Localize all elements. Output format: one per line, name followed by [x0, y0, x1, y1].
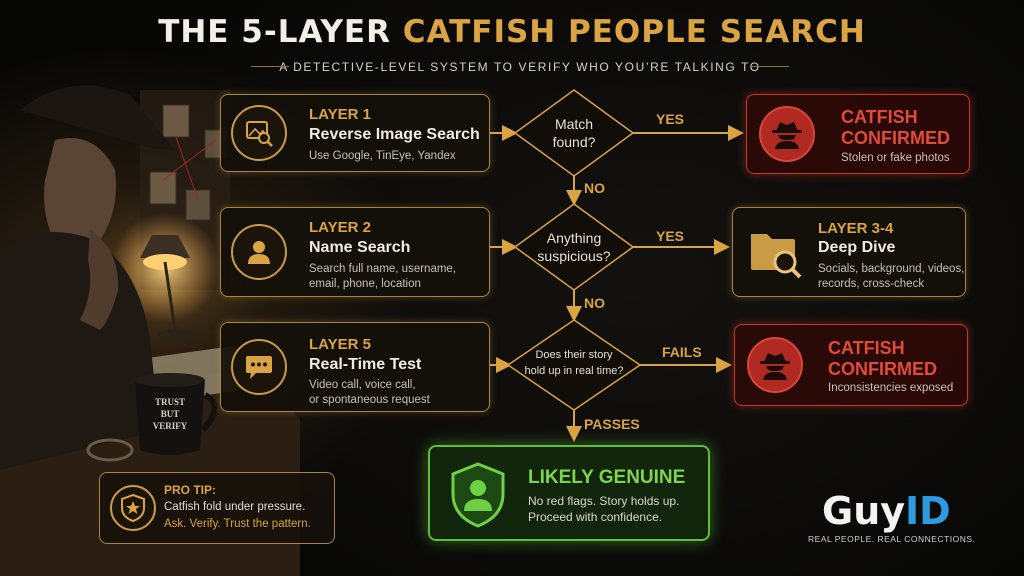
star-badge-icon	[110, 485, 156, 531]
layer-2-name: Name Search	[309, 239, 411, 256]
brand-logo: GuyID	[822, 489, 951, 533]
mug-text-3: VERIFY	[153, 421, 188, 431]
mug-text-2: BUT	[161, 409, 180, 419]
decision-diamond-2	[513, 203, 635, 291]
genuine-desc: No red flags. Story holds up.Proceed wit…	[528, 494, 680, 524]
spy-icon	[759, 106, 815, 162]
brand-id: ID	[905, 489, 951, 533]
layer-1-card: LAYER 1 Reverse Image Search Use Google,…	[220, 94, 490, 172]
page-subtitle: A DETECTIVE-LEVEL SYSTEM TO VERIFY WHO Y…	[279, 60, 761, 74]
layer-1-tag: LAYER 1	[309, 106, 371, 123]
layer-5-desc: Video call, voice call,or spontaneous re…	[309, 379, 430, 406]
deep-dive-name: Deep Dive	[818, 239, 896, 256]
layer-2-desc: Search full name, username,email, phone,…	[309, 263, 457, 290]
brand-tagline: REAL PEOPLE. REAL CONNECTIONS.	[808, 534, 976, 544]
pro-tip-line-1: Catfish fold under pressure.	[164, 501, 306, 513]
page-title: THE 5-LAYER CATFISH PEOPLE SEARCH	[0, 14, 1024, 50]
subtitle-wrap: A DETECTIVE-LEVEL SYSTEM TO VERIFY WHO Y…	[251, 58, 789, 76]
deep-dive-desc: Socials, background, videos,records, cro…	[818, 263, 965, 290]
folder-search-icon	[747, 224, 805, 282]
title-white: THE 5-LAYER	[158, 14, 391, 50]
pro-tip-line-2: Ask. Verify. Trust the pattern.	[164, 518, 311, 530]
spy-icon	[747, 337, 803, 393]
brand-guy: Guy	[822, 489, 906, 533]
label-yes-2: YES	[656, 228, 685, 244]
label-fails: FAILS	[662, 344, 702, 360]
decision-diamond-1	[513, 89, 635, 177]
layer-2-card: LAYER 2 Name Search Search full name, us…	[220, 207, 490, 297]
layer-1-desc: Use Google, TinEye, Yandex	[309, 150, 456, 162]
layer-5-name: Real-Time Test	[309, 356, 422, 373]
decision-diamond-3	[506, 319, 642, 411]
layer-2-tag: LAYER 2	[309, 219, 371, 236]
layer-5-tag: LAYER 5	[309, 336, 371, 353]
label-passes: PASSES	[584, 416, 640, 432]
person-icon	[231, 224, 287, 280]
pro-tip-card: PRO TIP: Catfish fold under pressure. As…	[99, 472, 335, 544]
layer-5-card: LAYER 5 Real-Time Test Video call, voice…	[220, 322, 490, 412]
image-search-icon	[231, 105, 287, 161]
shield-person-icon	[448, 461, 508, 529]
chat-bubble-icon	[231, 339, 287, 395]
label-no-1: NO	[584, 180, 605, 196]
genuine-title: LIKELY GENUINE	[528, 467, 686, 488]
mug-text-1: TRUST	[155, 397, 185, 407]
title-gold: CATFISH PEOPLE SEARCH	[402, 14, 866, 50]
deep-dive-card: LAYER 3-4 Deep Dive Socials, background,…	[732, 207, 966, 297]
pro-tip-title: PRO TIP:	[164, 483, 217, 497]
catfish-1-desc: Stolen or fake photos	[841, 152, 950, 164]
likely-genuine-card: LIKELY GENUINE No red flags. Story holds…	[428, 445, 710, 541]
deep-dive-tag: LAYER 3-4	[818, 220, 894, 237]
layer-1-name: Reverse Image Search	[309, 126, 480, 143]
label-no-2: NO	[584, 295, 605, 311]
catfish-2-desc: Inconsistencies exposed	[828, 382, 954, 394]
label-yes-1: YES	[656, 111, 685, 127]
